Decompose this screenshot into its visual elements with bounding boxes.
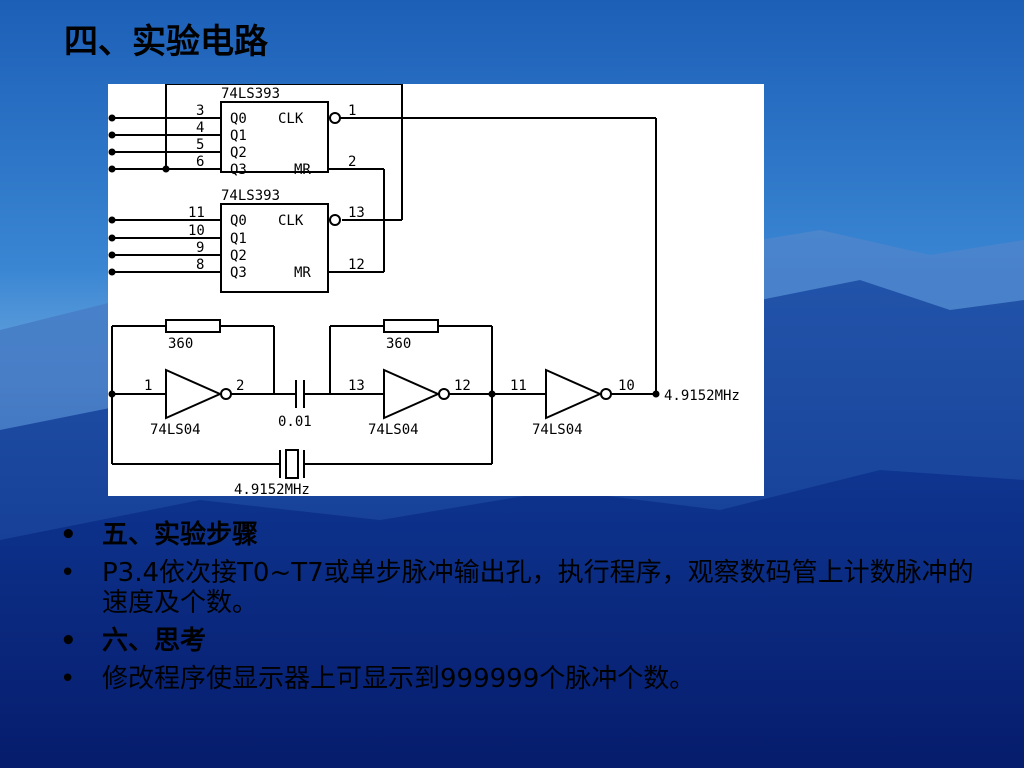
chip1-box (220, 101, 329, 173)
bullet-dot: • (60, 626, 77, 656)
bullet-text: 六、思考 (102, 626, 207, 656)
chip2-q1-label: Q1 (230, 231, 247, 247)
chip1-pin-clk: 1 (348, 103, 356, 119)
chip2-q2-label: Q2 (230, 248, 247, 264)
chip1-q3-label: Q3 (230, 162, 247, 178)
inv1-name: 74LS04 (150, 422, 201, 438)
inv3-pin-in: 11 (510, 378, 527, 394)
bullet-dot: • (60, 558, 76, 588)
chip1-q1-label: Q1 (230, 128, 247, 144)
bullet-list: • 五、实验步骤 • P3.4依次接T0~T7或单步脉冲输出孔，执行程序，观察数码管… (60, 520, 980, 702)
slide-title: 四、实验电路 (64, 22, 268, 62)
inv1-pin-in: 1 (144, 378, 152, 394)
chip2-mr-label: MR (294, 265, 311, 281)
chip2-clk-label: CLK (278, 213, 304, 229)
chip2-box (220, 203, 329, 293)
bullet-dot: • (60, 520, 77, 550)
resistor1-label: 360 (168, 336, 193, 352)
inv2-pin-in: 13 (348, 378, 365, 394)
chip2-pin-q0: 11 (188, 205, 205, 221)
chip1-mr-label: MR (294, 162, 311, 178)
chip2-pin-q3: 8 (196, 257, 204, 273)
bullet-text: P3.4依次接T0~T7或单步脉冲输出孔，执行程序，观察数码管上计数脉冲的速度及… (102, 558, 974, 618)
chip2-pin-clk: 13 (348, 205, 365, 221)
chip1-name: 74LS393 (221, 86, 280, 102)
bullet-item: • 六、思考 (60, 626, 980, 656)
bullet-item: • 五、实验步骤 (60, 520, 980, 550)
chip2-q0-label: Q0 (230, 213, 247, 229)
chip2-pin-mr: 12 (348, 257, 365, 273)
bullet-item: • P3.4依次接T0~T7或单步脉冲输出孔，执行程序，观察数码管上计数脉冲的速度… (60, 558, 980, 618)
inv2-name: 74LS04 (368, 422, 419, 438)
bullet-text: 五、实验步骤 (102, 520, 259, 550)
inv3-pin-out: 10 (618, 378, 635, 394)
chip1-pin-q3: 6 (196, 154, 204, 170)
bullet-item: • 修改程序使显示器上可显示到999999个脉冲个数。 (60, 664, 980, 694)
chip1-pin-mr: 2 (348, 154, 356, 170)
chip2-pin-q1: 10 (188, 223, 205, 239)
bullet-dot: • (60, 664, 76, 694)
resistor2-label: 360 (386, 336, 411, 352)
inv2-pin-out: 12 (454, 378, 471, 394)
chip1-clk-label: CLK (278, 111, 304, 127)
inv3-name: 74LS04 (532, 422, 583, 438)
circuit-diagram: 74LS393 Q0 Q1 Q2 Q3 CLK MR 3 4 5 6 1 2 7… (108, 83, 764, 498)
bullet-text: 修改程序使显示器上可显示到999999个脉冲个数。 (102, 664, 696, 694)
chip2-pin-q2: 9 (196, 240, 204, 256)
chip1-q0-label: Q0 (230, 111, 247, 127)
chip1-pin-q0: 3 (196, 103, 204, 119)
crystal-label: 4.9152MHz (234, 482, 310, 496)
chip1-pin-q2: 5 (196, 137, 204, 153)
chip2-q3-label: Q3 (230, 265, 247, 281)
chip1-pin-q1: 4 (196, 120, 204, 136)
chip1-q2-label: Q2 (230, 145, 247, 161)
output-frequency-label: 4.9152MHz (664, 388, 740, 404)
capacitor-label: 0.01 (278, 414, 312, 430)
chip2-name: 74LS393 (221, 188, 280, 204)
inv1-pin-out: 2 (236, 378, 244, 394)
